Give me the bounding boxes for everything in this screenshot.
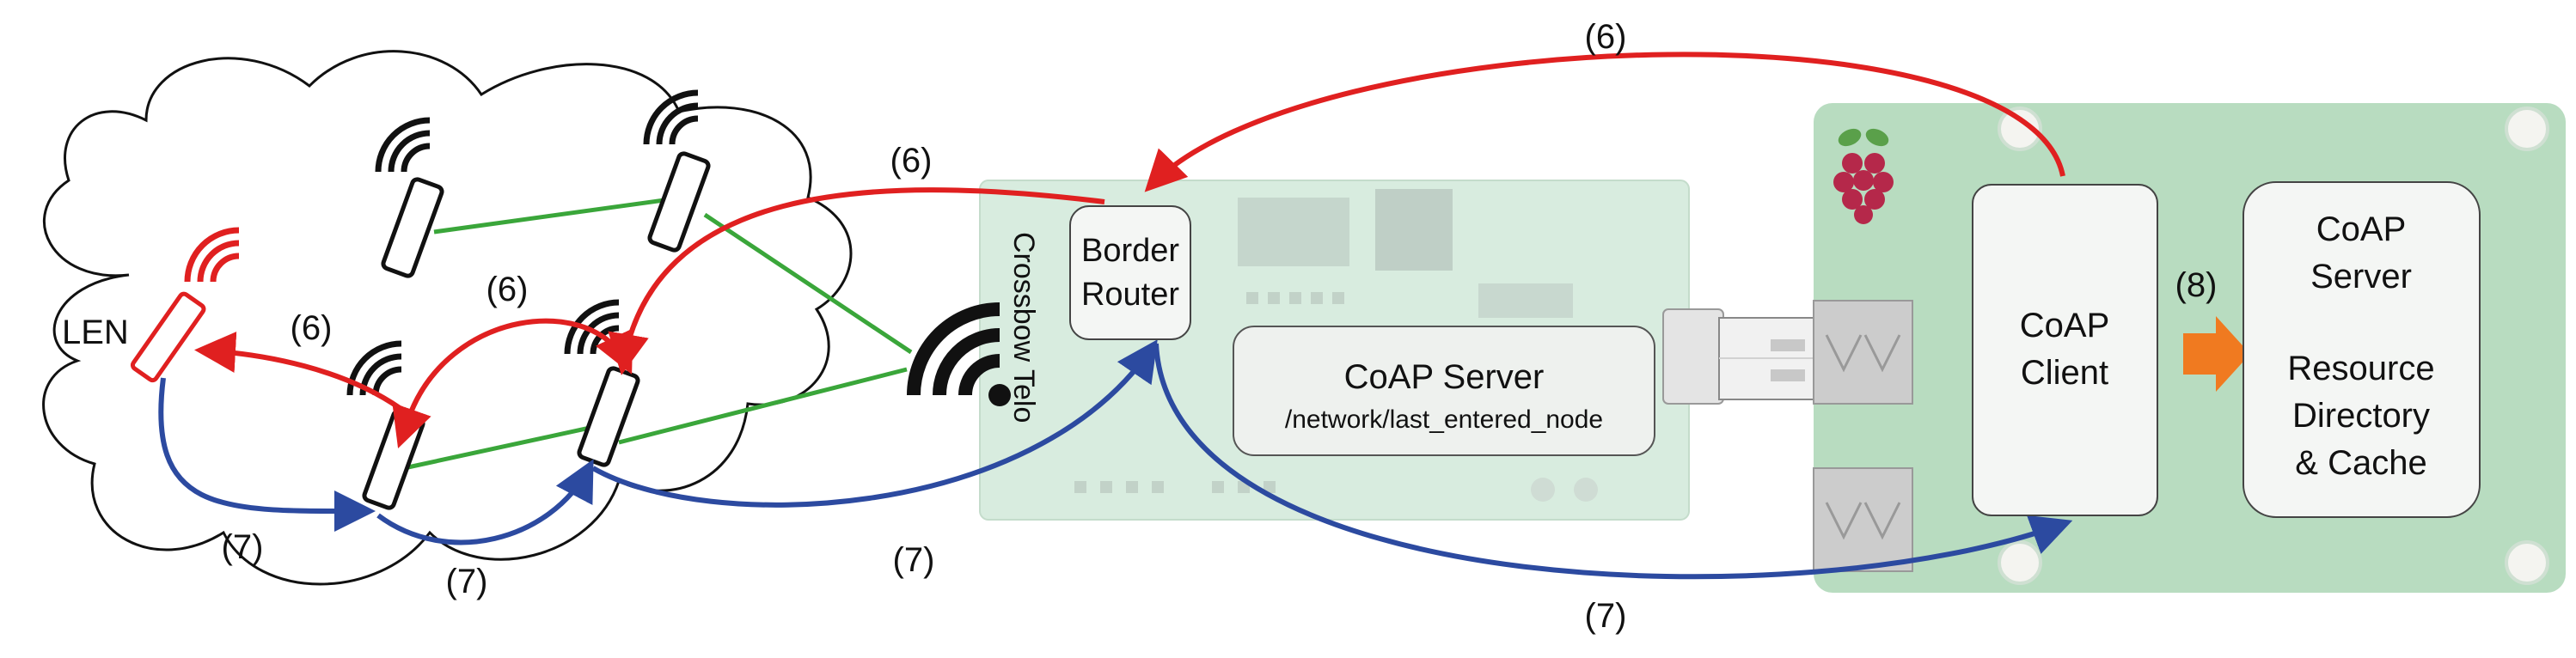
len-node — [130, 291, 206, 383]
wireless-signal-icon — [184, 227, 240, 283]
arrow-mesh-bidirectional — [392, 318, 633, 448]
wireless-signal-icon — [643, 89, 699, 145]
sensor-node-top-left — [381, 177, 444, 278]
step-6-len: (6) — [291, 309, 333, 347]
arrow-mesh-to-mesh — [376, 459, 594, 545]
step-7-bottom: (7) — [1585, 597, 1627, 635]
arrow-router-to-client — [1153, 343, 2073, 580]
step-6-top: (6) — [1585, 18, 1627, 56]
coap-server-border-box: CoAP Server /network/last_entered_node — [1233, 326, 1655, 456]
border-router-box: Border Router — [1069, 205, 1191, 340]
arrow-mesh-to-router — [591, 339, 1158, 508]
coap-server-pi-line5: Directory — [2292, 397, 2430, 435]
arrow-mesh-to-len — [194, 332, 401, 411]
coap-client-label-line1: CoAP — [2020, 307, 2110, 344]
border-router-label-line2: Router — [1081, 277, 1179, 313]
step-6-mesh: (6) — [486, 271, 529, 308]
step-7-router: (7) — [893, 541, 935, 579]
request-arrows — [194, 52, 2065, 448]
coap-server-pi-line2: Server — [2310, 258, 2412, 295]
step-7-mesh: (7) — [446, 563, 488, 600]
border-router-label-line1: Border — [1081, 233, 1179, 269]
coap-server-pi-line1: CoAP — [2316, 210, 2407, 248]
step-8: (8) — [2175, 266, 2218, 304]
coap-client-label-line2: Client — [2021, 354, 2108, 392]
step-7-left: (7) — [222, 528, 264, 566]
sensor-network-cloud — [42, 50, 853, 586]
wireless-signal-icon — [907, 302, 1011, 406]
wireless-signal-icon — [375, 117, 431, 173]
handoff-arrow — [2183, 316, 2250, 392]
arrow-len-to-mesh — [158, 377, 376, 533]
sensor-node-top-right — [647, 151, 711, 253]
step-6-router: (6) — [890, 142, 933, 180]
response-arrows — [158, 339, 2073, 580]
coap-server-pi-box: CoAP Server Resource Directory & Cache — [2243, 181, 2481, 518]
len-label: LEN — [62, 314, 129, 351]
telos-brand-label: Crossbow Telo — [1007, 232, 1040, 423]
coap-server-title: CoAP Server — [1344, 358, 1545, 396]
coap-server-path: /network/last_entered_node — [1285, 405, 1603, 434]
coap-server-pi-line6: & Cache — [2295, 444, 2426, 482]
coap-server-pi-line4: Resource — [2287, 350, 2434, 387]
coap-client-box: CoAP Client — [1972, 184, 2158, 516]
arrow-client-to-router — [1144, 52, 2065, 192]
arrow-router-to-mesh — [608, 187, 1105, 375]
raspberry-pi-logo-icon — [1833, 128, 1894, 224]
